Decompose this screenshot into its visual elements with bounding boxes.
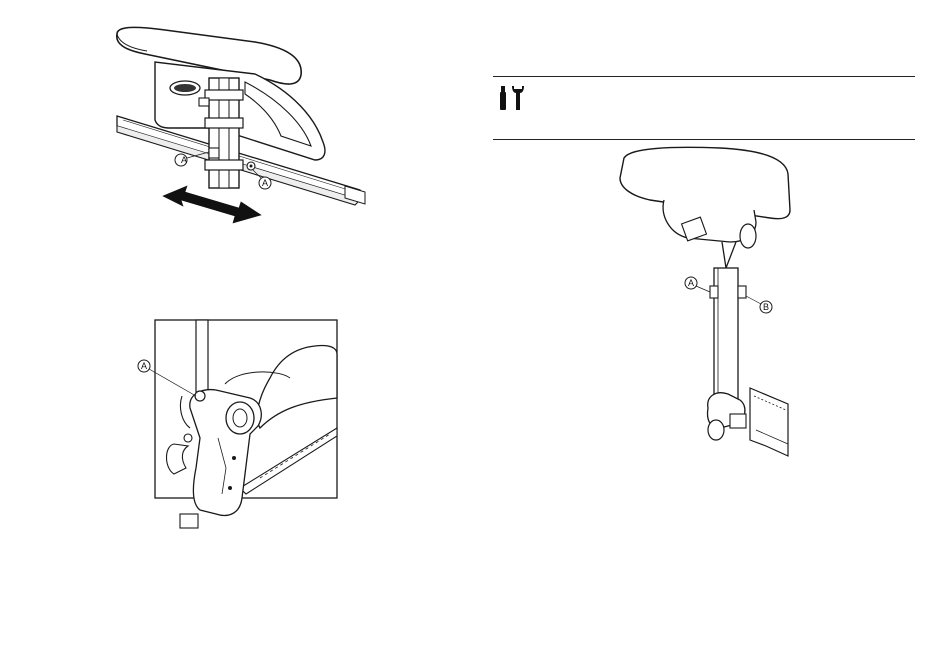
clamp-detail-illustration <box>130 318 342 540</box>
tool-note-top-rule <box>493 76 915 77</box>
callout-a-left: A <box>178 154 190 166</box>
armrest-rail-illustration <box>105 20 380 235</box>
tool-note-bottom-rule <box>493 139 915 140</box>
callout-b-seat: B <box>760 301 772 313</box>
callout-a-seat: A <box>685 277 697 289</box>
screwdriver-wrench-icon <box>498 84 524 112</box>
callout-a-clamp: A <box>138 360 150 372</box>
callout-a-right: A <box>259 177 271 189</box>
